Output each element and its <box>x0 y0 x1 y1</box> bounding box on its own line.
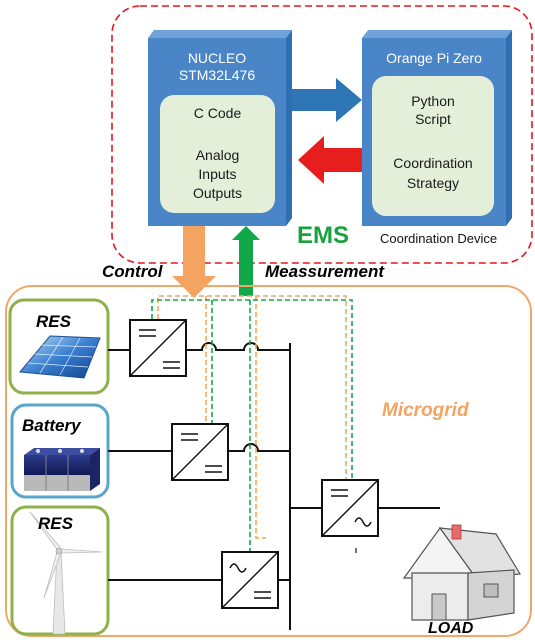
nucleo-inner-line4: Outputs <box>192 185 243 201</box>
microgrid-label: Microgrid <box>382 400 469 421</box>
measurement-arrow <box>232 226 260 296</box>
control-arrow <box>172 226 216 298</box>
control-signal-wires <box>157 295 347 539</box>
inverter-load <box>321 479 379 553</box>
converter-battery <box>171 423 229 481</box>
res-solar-label: RES <box>36 312 71 331</box>
orangepi-inner-panel <box>372 76 494 216</box>
control-label: Control <box>102 262 163 281</box>
converter-wind <box>221 551 279 609</box>
measurement-signal-wires <box>151 299 353 552</box>
coordination-device-caption: Coordination Device <box>380 231 498 246</box>
orangepi-inner-line4: Strategy <box>406 175 460 191</box>
orangepi-board-box <box>362 30 512 226</box>
nucleo-title-line1: NUCLEO <box>187 50 247 66</box>
solar-panel-icon <box>19 335 101 379</box>
nucleo-inner-panel <box>160 95 275 213</box>
converter-solar <box>129 319 187 377</box>
nucleo-inner-line2: Analog <box>195 147 240 163</box>
orangepi-inner-line2: Script <box>415 111 451 127</box>
measurement-label: Meassurement <box>265 262 385 281</box>
orangepi-title: Orange Pi Zero <box>386 50 482 66</box>
ems-boundary <box>111 5 533 264</box>
res-wind-label: RES <box>38 514 73 533</box>
nucleo-title-line2: STM32L476 <box>178 67 256 83</box>
battery-icon <box>24 448 100 491</box>
arrow-to-orangepi <box>292 78 362 122</box>
nucleo-inner-line3: Inputs <box>198 166 237 182</box>
battery-label: Battery <box>22 416 81 435</box>
load-label: LOAD <box>428 620 474 637</box>
ems-label: EMS <box>297 222 350 249</box>
orangepi-inner-line1: Python <box>411 93 455 109</box>
orangepi-inner-line3: Coordination <box>393 155 473 171</box>
nucleo-board-box <box>148 30 292 226</box>
house-icon <box>402 524 522 621</box>
wind-turbine-icon <box>29 511 103 635</box>
nucleo-inner-line1: C Code <box>193 105 242 121</box>
microgrid-boundary <box>5 285 532 637</box>
arrow-to-nucleo <box>298 136 362 184</box>
